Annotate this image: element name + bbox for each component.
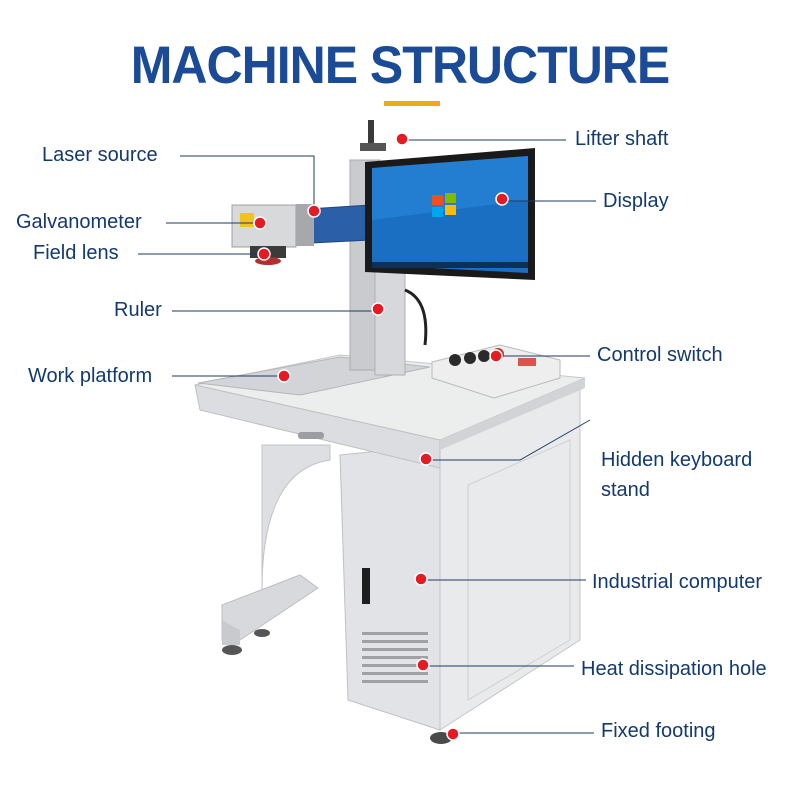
label-heat-dissipation-hole: Heat dissipation hole [581,658,767,680]
marker-galvanometer [253,216,267,230]
leader-laser-source [180,155,315,211]
label-field-lens: Field lens [33,242,119,264]
leader-lines [138,139,596,734]
control-box [431,344,561,399]
label-hidden-keyboard-stand: Hidden keyboard stand [601,449,753,501]
marker-lifter-shaft [395,132,409,146]
title-underline [384,101,440,106]
monitor [365,148,535,280]
label-control-switch: Control switch [597,344,723,366]
page-title: MACHINE STRUCTURE [130,35,671,95]
label-industrial-computer: Industrial computer [592,571,763,593]
vent-holes [362,632,428,683]
laser-head-assembly [231,204,371,265]
label-fixed-footing: Fixed footing [601,720,716,742]
windows-logo-icon [432,193,456,217]
cabinet-body [261,384,581,744]
marker-fixed-footing [446,727,460,741]
label-work-platform: Work platform [28,365,153,387]
label-display: Display [603,190,669,212]
label-ruler: Ruler [114,299,162,321]
marker-work-platform [277,369,291,383]
markers [253,132,509,741]
marker-control-switch [489,349,503,363]
leader-hidden-keyboard-stand [426,419,591,461]
marker-laser-source [307,204,321,218]
label-laser-source: Laser source [42,144,158,166]
marker-industrial-computer [414,572,428,586]
marker-ruler [371,302,385,316]
label-galvanometer: Galvanometer [16,211,142,233]
marker-display [495,192,509,206]
marker-heat-dissipation-hole [416,658,430,672]
label-lifter-shaft: Lifter shaft [575,128,669,150]
marker-field-lens [257,247,271,261]
marker-hidden-keyboard-stand [419,452,433,466]
